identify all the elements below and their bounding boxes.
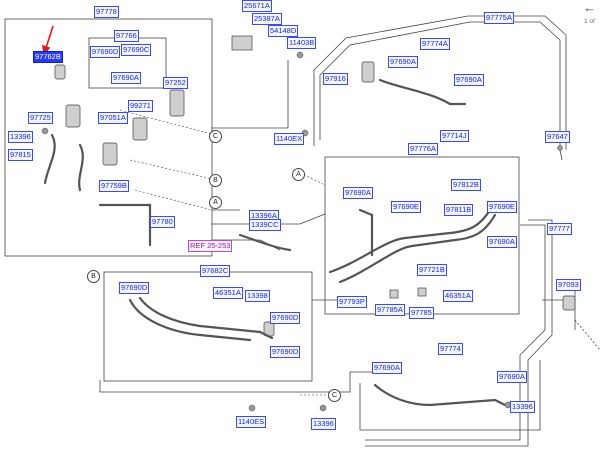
part-label-97682C[interactable]: 97682C (200, 265, 231, 277)
part-label-13398[interactable]: 13398 (245, 290, 270, 302)
part-label-97690D-d[interactable]: 97690D (270, 346, 301, 358)
part-label-97690A-a[interactable]: 97690A (111, 72, 141, 84)
part-label-97775A[interactable]: 97775A (484, 12, 514, 24)
part-label-99271[interactable]: 99271 (128, 100, 153, 112)
part-label-97811B[interactable]: 97811B (444, 204, 474, 216)
part-label-97815[interactable]: 97815 (8, 149, 33, 161)
part-label-97714J[interactable]: 97714J (440, 130, 469, 142)
reference-label-25-253[interactable]: REF 25-253 (188, 240, 233, 252)
part-label-46351A-a[interactable]: 46351A (213, 287, 243, 299)
callout-circle-a-center: A (292, 168, 305, 181)
part-label-97690A-c[interactable]: 97690A (454, 74, 484, 86)
part-label-97725[interactable]: 97725 (28, 112, 53, 124)
part-label-1140ES[interactable]: 1140ES (236, 416, 267, 428)
part-label-97690E-b[interactable]: 97690E (487, 201, 517, 213)
callout-circle-b-lower: B (87, 270, 100, 283)
part-label-46351A-b[interactable]: 46351A (443, 290, 473, 302)
part-label-97690D-c[interactable]: 97690D (270, 312, 301, 324)
part-label-97690E-a[interactable]: 97690E (391, 201, 421, 213)
part-label-97759B[interactable]: 97759B (99, 180, 129, 192)
part-label-97051A[interactable]: 97051A (98, 112, 128, 124)
callout-circle-a-upper: A (209, 196, 222, 209)
callout-circle-c-upper: C (209, 130, 222, 143)
part-label-97776A[interactable]: 97776A (408, 143, 438, 155)
part-label-13396-b[interactable]: 13396 (510, 401, 535, 413)
callout-circle-b-upper: B (209, 174, 222, 187)
part-label-97777[interactable]: 97777 (547, 223, 572, 235)
part-label-1140EX[interactable]: 1140EX (274, 133, 305, 145)
part-label-97690A-b[interactable]: 97690A (388, 56, 418, 68)
part-label-97690D-a[interactable]: 97690D (90, 46, 121, 58)
red-arrow-icon (42, 25, 54, 56)
part-label-97690A-g[interactable]: 97690A (497, 371, 527, 383)
part-label-97647[interactable]: 97647 (545, 131, 570, 143)
callout-circle-c-lower: C (328, 389, 341, 402)
part-label-97721B[interactable]: 97721B (417, 264, 447, 276)
part-label-97774A[interactable]: 97774A (420, 38, 450, 50)
part-label-97778[interactable]: 97778 (94, 6, 119, 18)
part-label-97690A-f[interactable]: 97690A (372, 362, 402, 374)
part-label-97780[interactable]: 97780 (150, 216, 175, 228)
part-label-11403B[interactable]: 11403B (287, 37, 317, 49)
part-label-13396-c[interactable]: 13396 (311, 418, 336, 430)
part-label-97793P[interactable]: 97793P (337, 296, 367, 308)
part-label-97785A[interactable]: 97785A (375, 304, 405, 316)
part-label-97762B-selected[interactable]: 97762B (33, 51, 63, 63)
part-label-1339CC[interactable]: 1339CC (249, 219, 281, 231)
part-label-13396-a[interactable]: 13396 (8, 131, 33, 143)
page-indicator: 1 of (584, 18, 595, 25)
part-label-97690A-d[interactable]: 97690A (343, 187, 373, 199)
part-label-97093[interactable]: 97093 (556, 279, 581, 291)
part-label-97812B[interactable]: 97812B (451, 179, 481, 191)
part-label-97766[interactable]: 97766 (114, 30, 139, 42)
part-label-97690C[interactable]: 97690C (121, 44, 152, 56)
part-label-97690A-e[interactable]: 97690A (487, 236, 517, 248)
part-label-97916[interactable]: 97916 (323, 73, 348, 85)
part-label-97774[interactable]: 97774 (438, 343, 463, 355)
back-arrow-icon[interactable]: ← (583, 0, 596, 15)
part-label-97785[interactable]: 97785 (409, 307, 434, 319)
part-label-54148D[interactable]: 54148D (268, 25, 299, 37)
part-label-97252[interactable]: 97252 (163, 77, 188, 89)
part-label-25671A[interactable]: 25671A (242, 0, 272, 12)
part-label-25387A[interactable]: 25387A (252, 13, 282, 25)
part-label-97690D-b[interactable]: 97690D (119, 282, 150, 294)
